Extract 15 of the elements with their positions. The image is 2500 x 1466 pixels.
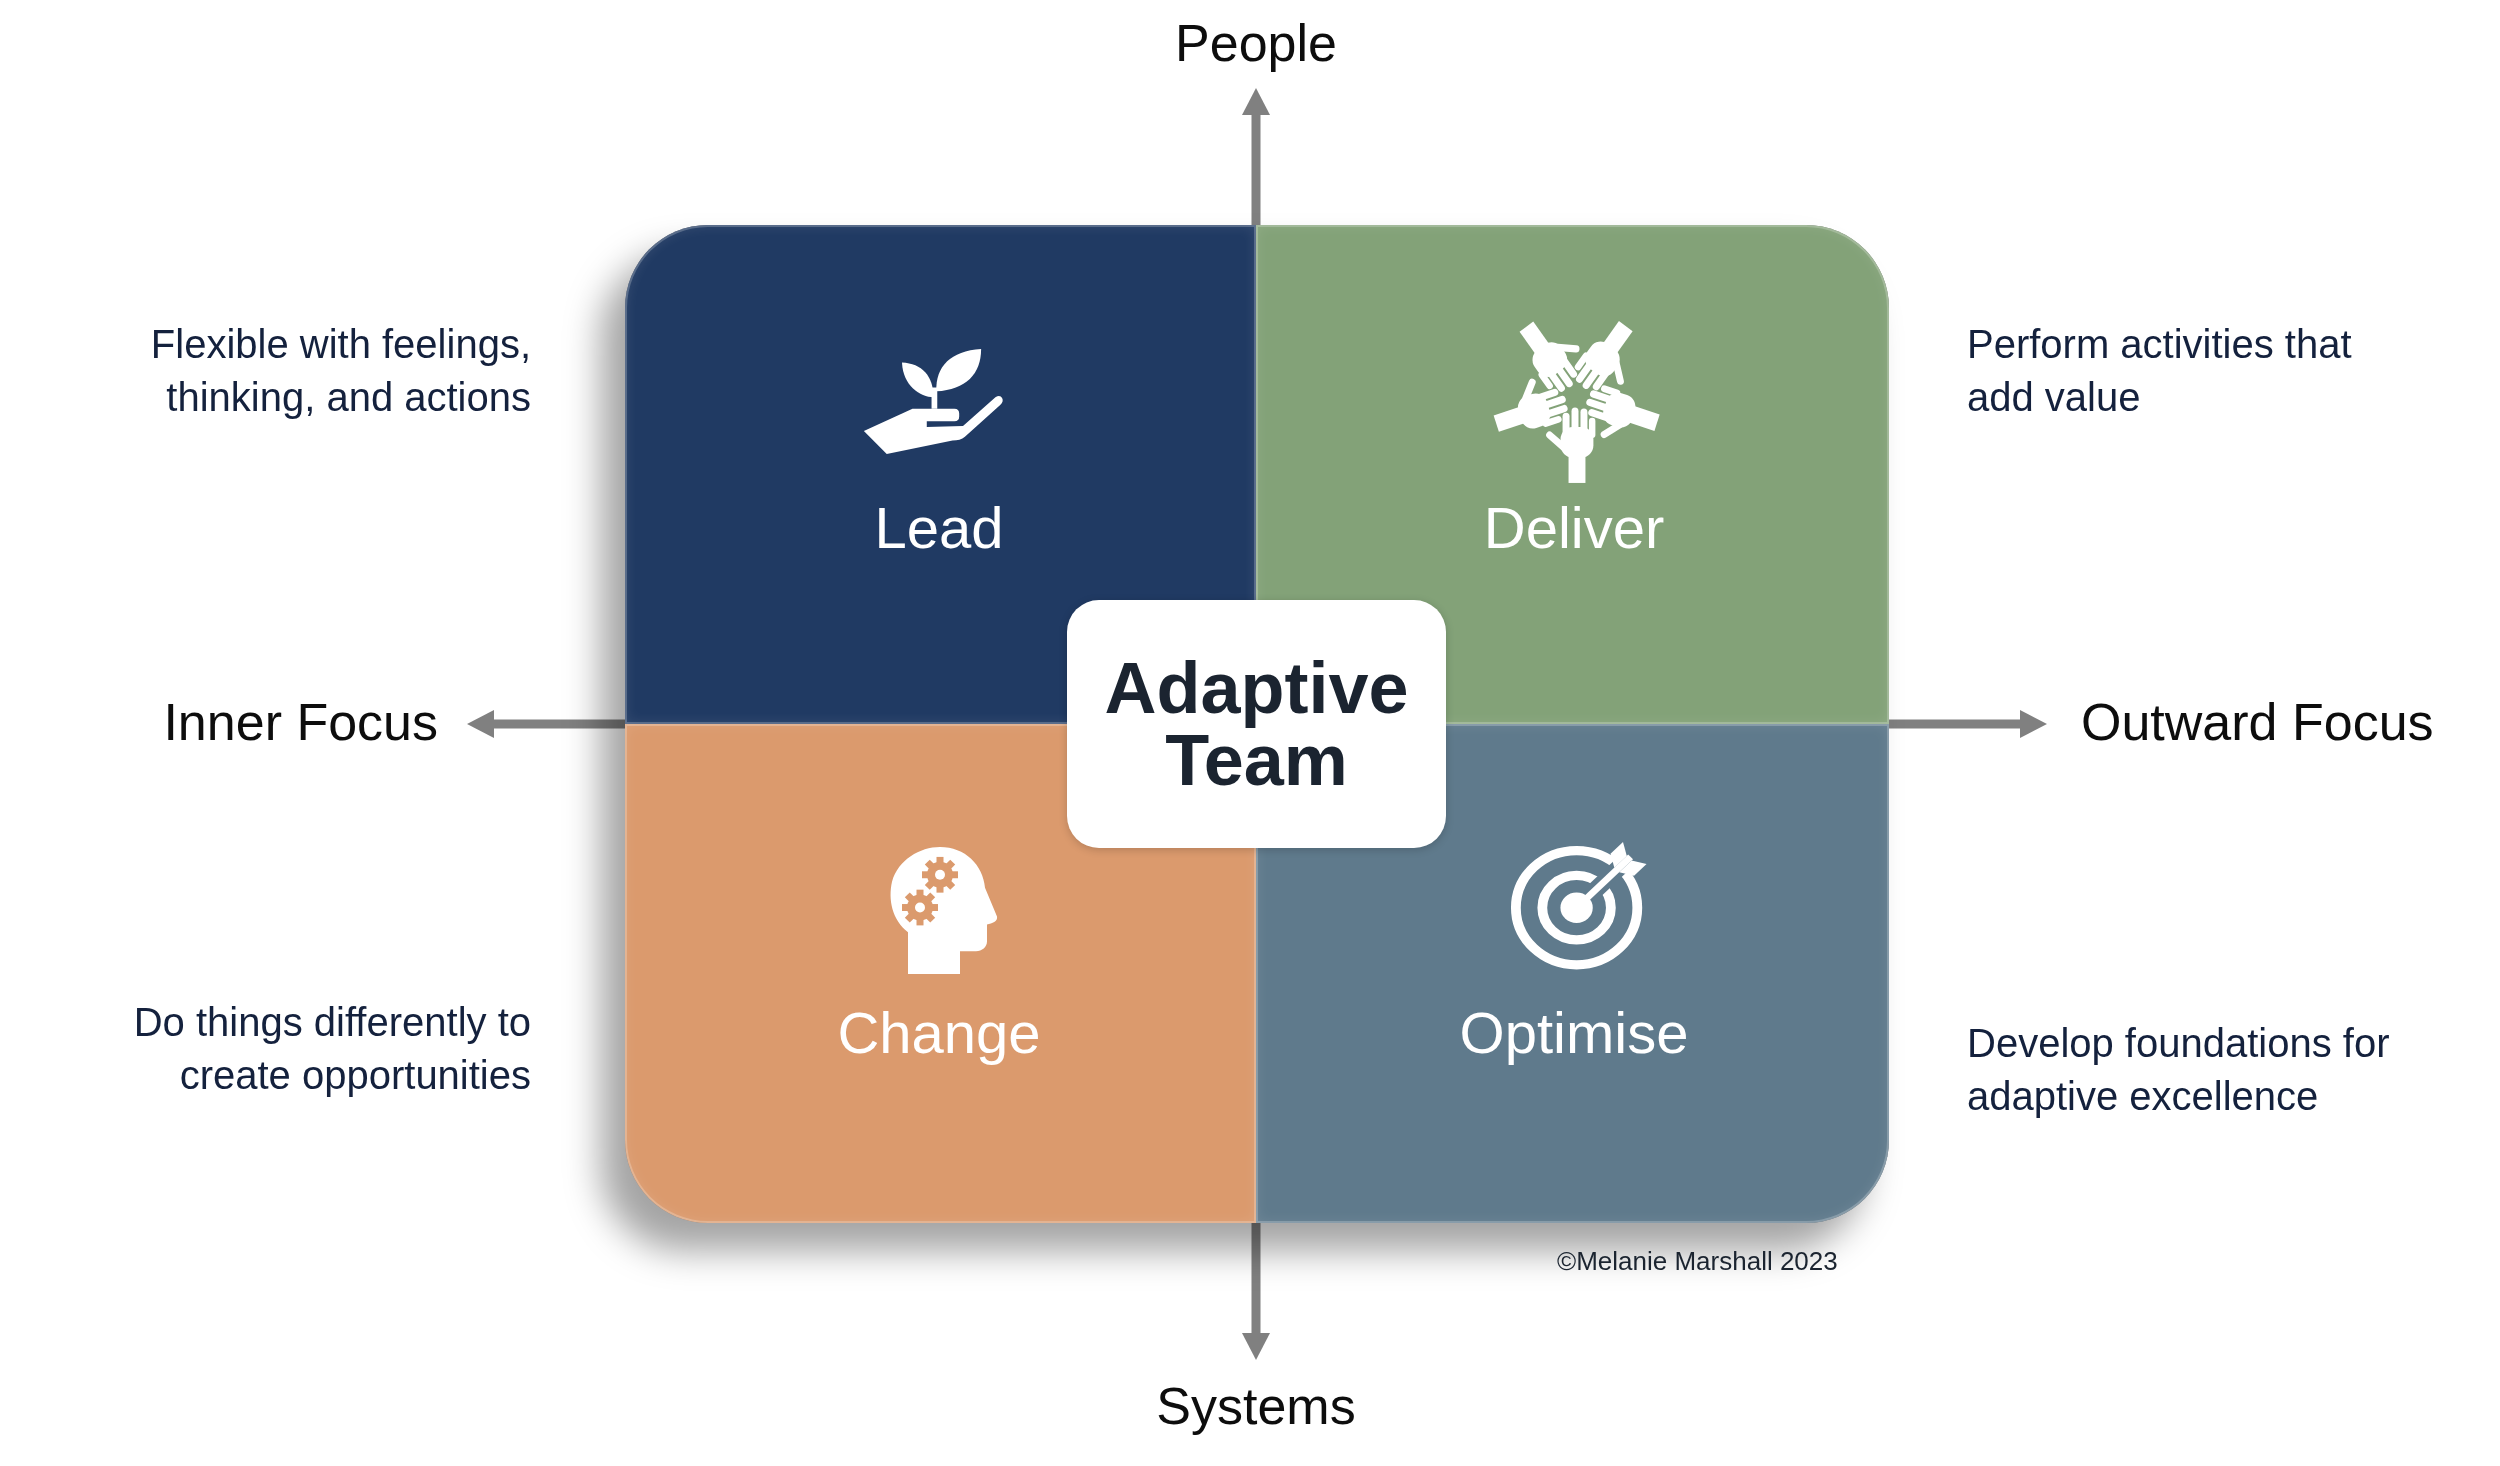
quadrant-title: Optimise (1459, 1001, 1689, 1065)
axis-label: People (1175, 13, 1337, 73)
axis-label: Outward Focus (2081, 692, 2434, 752)
quadrant-description: Flexible with feelings, thinking, and actions (149, 321, 531, 421)
quadrant-description: Develop foundations for adaptive excellence (1967, 1020, 2391, 1120)
quadrant-title: Change (837, 1001, 1041, 1065)
center-title: Adaptive Team (1103, 652, 1410, 796)
quadrant-description: Do things differently to create opportunities (132, 999, 531, 1099)
quadrant-title: Lead (874, 496, 1004, 560)
copyright-note: ©Melanie Marshall 2023 (1557, 1245, 1838, 1277)
quadrant-title: Deliver (1483, 496, 1665, 560)
axis-label: Systems (1156, 1376, 1356, 1436)
center-box (1067, 600, 1446, 848)
quadrant-description: Perform activities that add value (1967, 321, 2353, 421)
axis-label: Inner Focus (163, 692, 438, 752)
